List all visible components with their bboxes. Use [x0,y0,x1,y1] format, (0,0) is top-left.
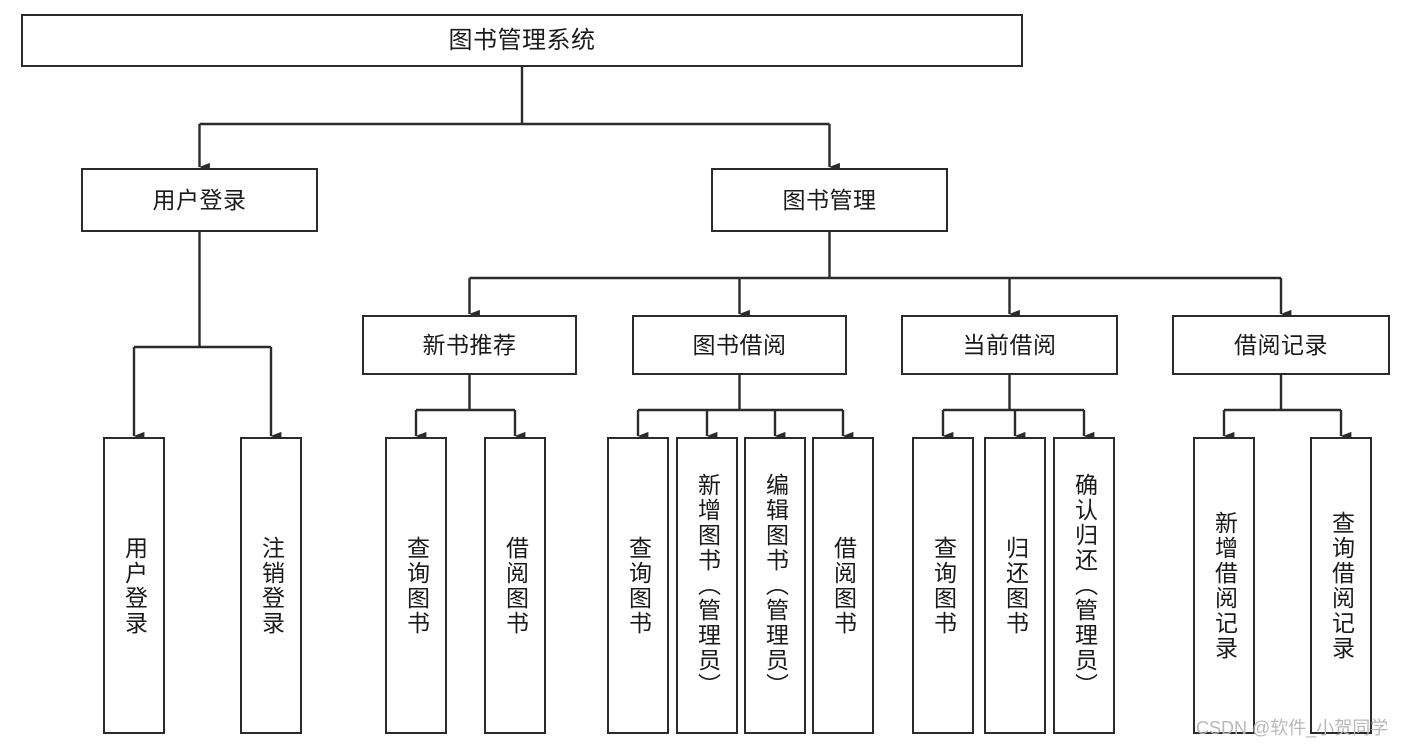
node-label-book-borrow: 图书借阅 [692,331,787,358]
node-label-root: 图书管理系统 [448,26,596,54]
node-label-leaf-return-book: 归还图书 [1002,535,1029,636]
node-label-leaf-user-logout: 注销登录 [258,535,285,636]
node-leaf-edit-book: 编辑图书（管理员） [744,437,806,734]
connector-group [132,67,1352,441]
node-label-new-book-rec: 新书推荐 [422,331,517,358]
node-leaf-return-book: 归还图书 [984,437,1046,734]
node-new-book-rec: 新书推荐 [362,315,577,375]
node-leaf-query-book-3: 查询图书 [912,437,974,734]
node-label-leaf-query-book-3: 查询图书 [930,535,957,636]
node-leaf-user-login: 用户登录 [103,437,165,734]
node-label-leaf-borrow-book-2: 借阅图书 [830,535,857,636]
node-user-login: 用户登录 [81,168,318,232]
node-book-manage: 图书管理 [711,168,948,232]
node-leaf-user-logout: 注销登录 [240,437,302,734]
node-label-user-login: 用户登录 [152,186,247,213]
node-leaf-confirm-return: 确认归还（管理员） [1053,437,1115,734]
node-label-leaf-query-book-2: 查询图书 [625,535,652,636]
node-leaf-borrow-book-2: 借阅图书 [812,437,874,734]
node-borrow-record: 借阅记录 [1172,315,1390,375]
node-leaf-query-record: 查询借阅记录 [1310,437,1372,734]
node-label-leaf-user-login: 用户登录 [121,535,148,636]
node-label-leaf-query-book-1: 查询图书 [403,535,430,636]
node-label-leaf-add-record: 新增借阅记录 [1211,510,1238,661]
node-current-borrow: 当前借阅 [901,315,1118,375]
node-leaf-borrow-book-1: 借阅图书 [484,437,546,734]
node-label-leaf-confirm-return: 确认归还（管理员） [1071,473,1098,698]
node-label-current-borrow: 当前借阅 [962,331,1057,358]
node-leaf-add-record: 新增借阅记录 [1193,437,1255,734]
node-root: 图书管理系统 [21,14,1023,67]
node-label-borrow-record: 借阅记录 [1234,331,1328,358]
node-leaf-add-book: 新增图书（管理员） [676,437,738,734]
node-label-leaf-query-record: 查询借阅记录 [1328,510,1355,661]
node-label-leaf-borrow-book-1: 借阅图书 [502,535,529,636]
node-label-book-manage: 图书管理 [782,186,877,213]
node-label-leaf-add-book: 新增图书（管理员） [694,473,721,698]
node-leaf-query-book-1: 查询图书 [385,437,447,734]
node-leaf-query-book-2: 查询图书 [607,437,669,734]
node-book-borrow: 图书借阅 [632,315,847,375]
node-label-leaf-edit-book: 编辑图书（管理员） [762,473,789,698]
